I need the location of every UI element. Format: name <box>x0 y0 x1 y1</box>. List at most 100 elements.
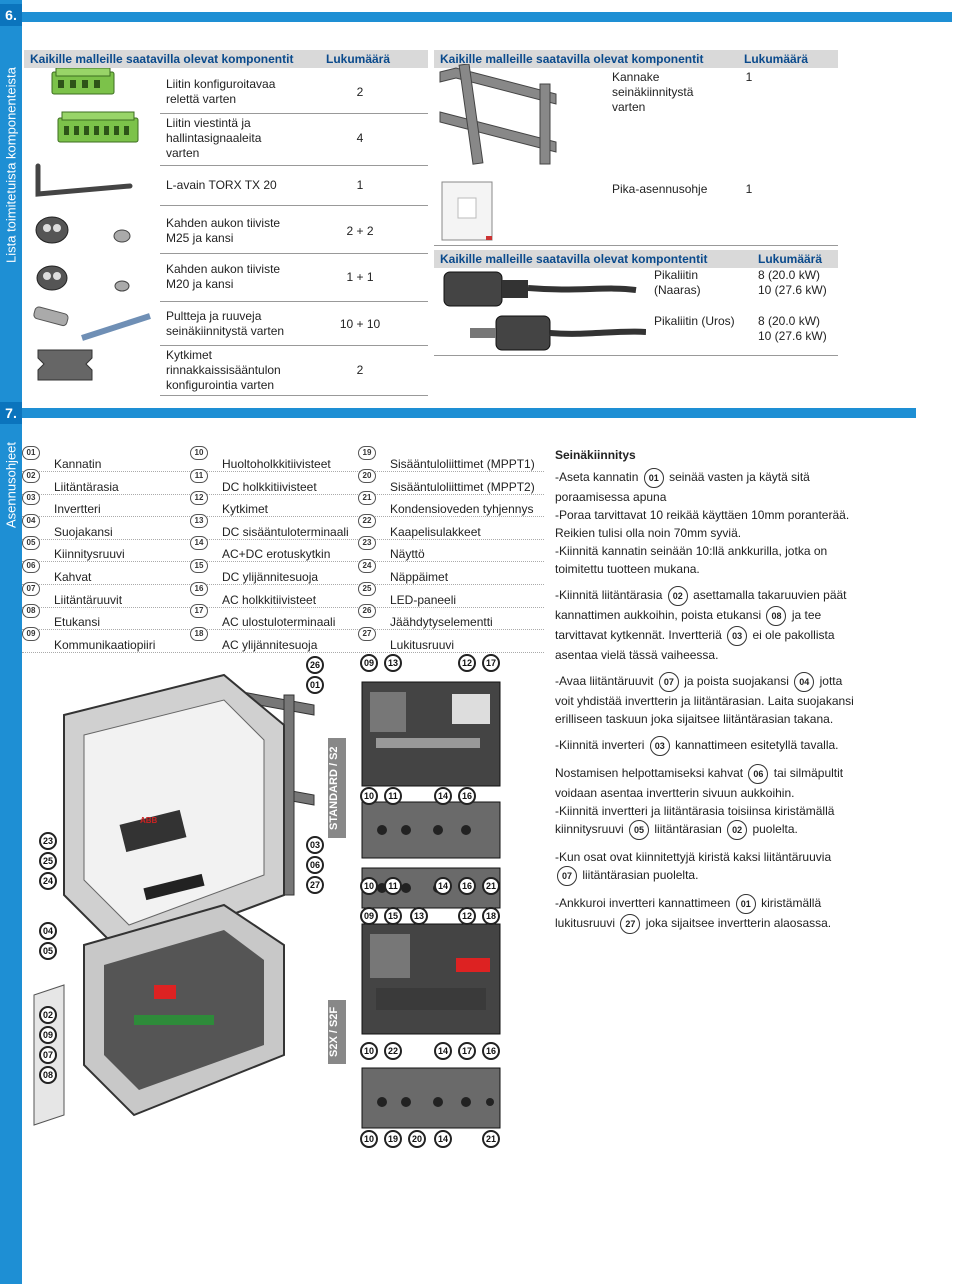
legend-number-icon: 15 <box>190 559 208 573</box>
ref-07-icon: 07 <box>557 866 577 886</box>
callout-16: 16 <box>458 787 476 805</box>
legend-number-icon: 24 <box>358 559 376 573</box>
legend-number-icon: 11 <box>190 468 208 483</box>
callout-24: 24 <box>39 872 57 890</box>
legend-label: DC ylijännitesuoja <box>222 570 319 584</box>
callout-17: 17 <box>458 1042 476 1060</box>
instr-paragraph-6: -Kun osat ovat kiinnitettyjä kiristä kak… <box>555 848 855 886</box>
section-7-bar <box>22 408 916 418</box>
legend-number-icon: 23 <box>358 536 376 551</box>
legend-label: Kommunikaatiopiiri <box>54 637 156 652</box>
row-qty: 2 <box>356 85 364 99</box>
legend-cell: 15 DC ylijännitesuoja <box>190 559 356 585</box>
callout-10: 10 <box>360 787 378 805</box>
row-qty: 1 <box>745 182 753 196</box>
legend-number-icon: 09 <box>22 626 40 641</box>
standard-variant-label: STANDARD / S2 <box>328 738 346 838</box>
ref-08-icon: 08 <box>766 606 787 626</box>
legend-number-icon: 19 <box>358 446 376 460</box>
callout-14: 14 <box>434 787 452 805</box>
callout-18: 18 <box>482 907 500 925</box>
callout-09: 09 <box>360 654 378 672</box>
legend-number-icon: 21 <box>358 491 376 506</box>
callout-25: 25 <box>39 852 57 870</box>
text: -Aseta kannatin <box>555 470 639 485</box>
row-name: Pikaliitin (Uros) <box>654 314 735 328</box>
legend-label: Lukitusruuvi <box>390 637 455 652</box>
text: -Avaa liitäntäruuvit <box>555 674 654 689</box>
right2-row-female: Pikaliitin (Naaras) 8 (20.0 kW) 10 (27.6… <box>434 268 838 312</box>
callout-12: 12 <box>458 654 476 672</box>
legend-label: Näyttö <box>390 547 425 562</box>
row-name: Kannake seinäkiinnitystä varten <box>612 70 694 114</box>
ref-05-icon: 05 <box>629 820 650 840</box>
m20-seal-image <box>36 265 130 292</box>
text: puolelta. <box>752 822 798 837</box>
wiring-box-drawing <box>83 903 285 1117</box>
legend-number-icon: 07 <box>22 581 40 596</box>
instructions-title: Seinäkiinnitys <box>555 448 636 462</box>
row-name: Liitin viestintä ja hallintasignaaleita … <box>166 116 262 160</box>
left-row-m25-seal: Kahden aukon tiiviste M25 ja kansi 2 + 2 <box>160 206 428 254</box>
callout-01: 01 <box>306 676 324 694</box>
text: -Poraa tarvittavat 10 reikää käyttäen 10… <box>555 508 850 540</box>
legend-number-icon: 27 <box>358 626 376 641</box>
callout-13: 13 <box>384 654 402 672</box>
legend-label: Suojakansi <box>54 524 113 539</box>
callout-14: 14 <box>434 1042 452 1060</box>
ref-01-icon: 01 <box>643 468 664 488</box>
legend-label: Invertteri <box>54 502 101 517</box>
text: -Kiinnitä invertteri ja liitäntärasia to… <box>555 804 835 837</box>
left-row-m20-seal: Kahden aukon tiiviste M20 ja kansi 1 + 1 <box>160 254 428 302</box>
legend-number-icon: 16 <box>190 581 208 596</box>
row-name: Pikaliitin (Naaras) <box>654 268 701 297</box>
callout-09: 09 <box>39 1026 57 1044</box>
legend-number-icon: 12 <box>190 491 208 506</box>
legend-number-icon: 05 <box>22 536 40 551</box>
text: ja tee tarvittavat kytkennät. Invertteri… <box>555 608 822 643</box>
abb-logo: ABB <box>140 816 158 825</box>
torx-key-image <box>35 163 133 197</box>
right1-header-qty: Lukumäärä <box>744 52 809 66</box>
side-strip <box>0 0 22 1284</box>
row-qty: 4 <box>356 131 364 145</box>
ref-07-icon: 07 <box>658 672 679 692</box>
text: ei ole pakollista asentaa vielä tässä va… <box>555 628 835 662</box>
row-qty: 1 <box>356 178 364 192</box>
row-name: Liitin konfiguroitavaa relettä varten <box>166 77 276 106</box>
legend-label: DC holkkitiivisteet <box>222 479 317 494</box>
legend-label: Näppäimet <box>390 570 449 584</box>
callout-21: 21 <box>482 877 500 895</box>
left-row-relay-connector: Liitin konfiguroitavaa relettä varten 2 <box>160 70 428 114</box>
s2x-variant-label: S2X / S2F <box>328 1000 346 1064</box>
right2-row-male: Pikaliitin (Uros) 8 (20.0 kW) 10 (27.6 k… <box>434 314 838 356</box>
instructions: Seinäkiinnitys -Aseta kannatin 01 seinää… <box>555 446 855 942</box>
legend-number-icon: 14 <box>190 536 208 551</box>
row-name: Pultteja ja ruuveja seinäkiinnitystä var… <box>166 309 285 338</box>
text: seinää vasten ja käytä sitä poraamisessa… <box>555 470 810 504</box>
row-qty: 2 <box>356 363 364 377</box>
legend-label: Kaapelisulakkeet <box>390 524 481 539</box>
bolts-screws-image <box>33 306 151 341</box>
left-header-qty: Lukumäärä <box>326 52 391 66</box>
text: kiristämällä lukitusruuvi <box>555 896 822 931</box>
legend-cell: 11 DC holkkitiivisteet <box>190 468 356 495</box>
ac-dc-switch-drawing <box>154 985 176 999</box>
ref-02-icon: 02 <box>667 586 688 606</box>
callout-11: 11 <box>384 877 402 895</box>
legend-number-icon: 17 <box>190 604 208 619</box>
